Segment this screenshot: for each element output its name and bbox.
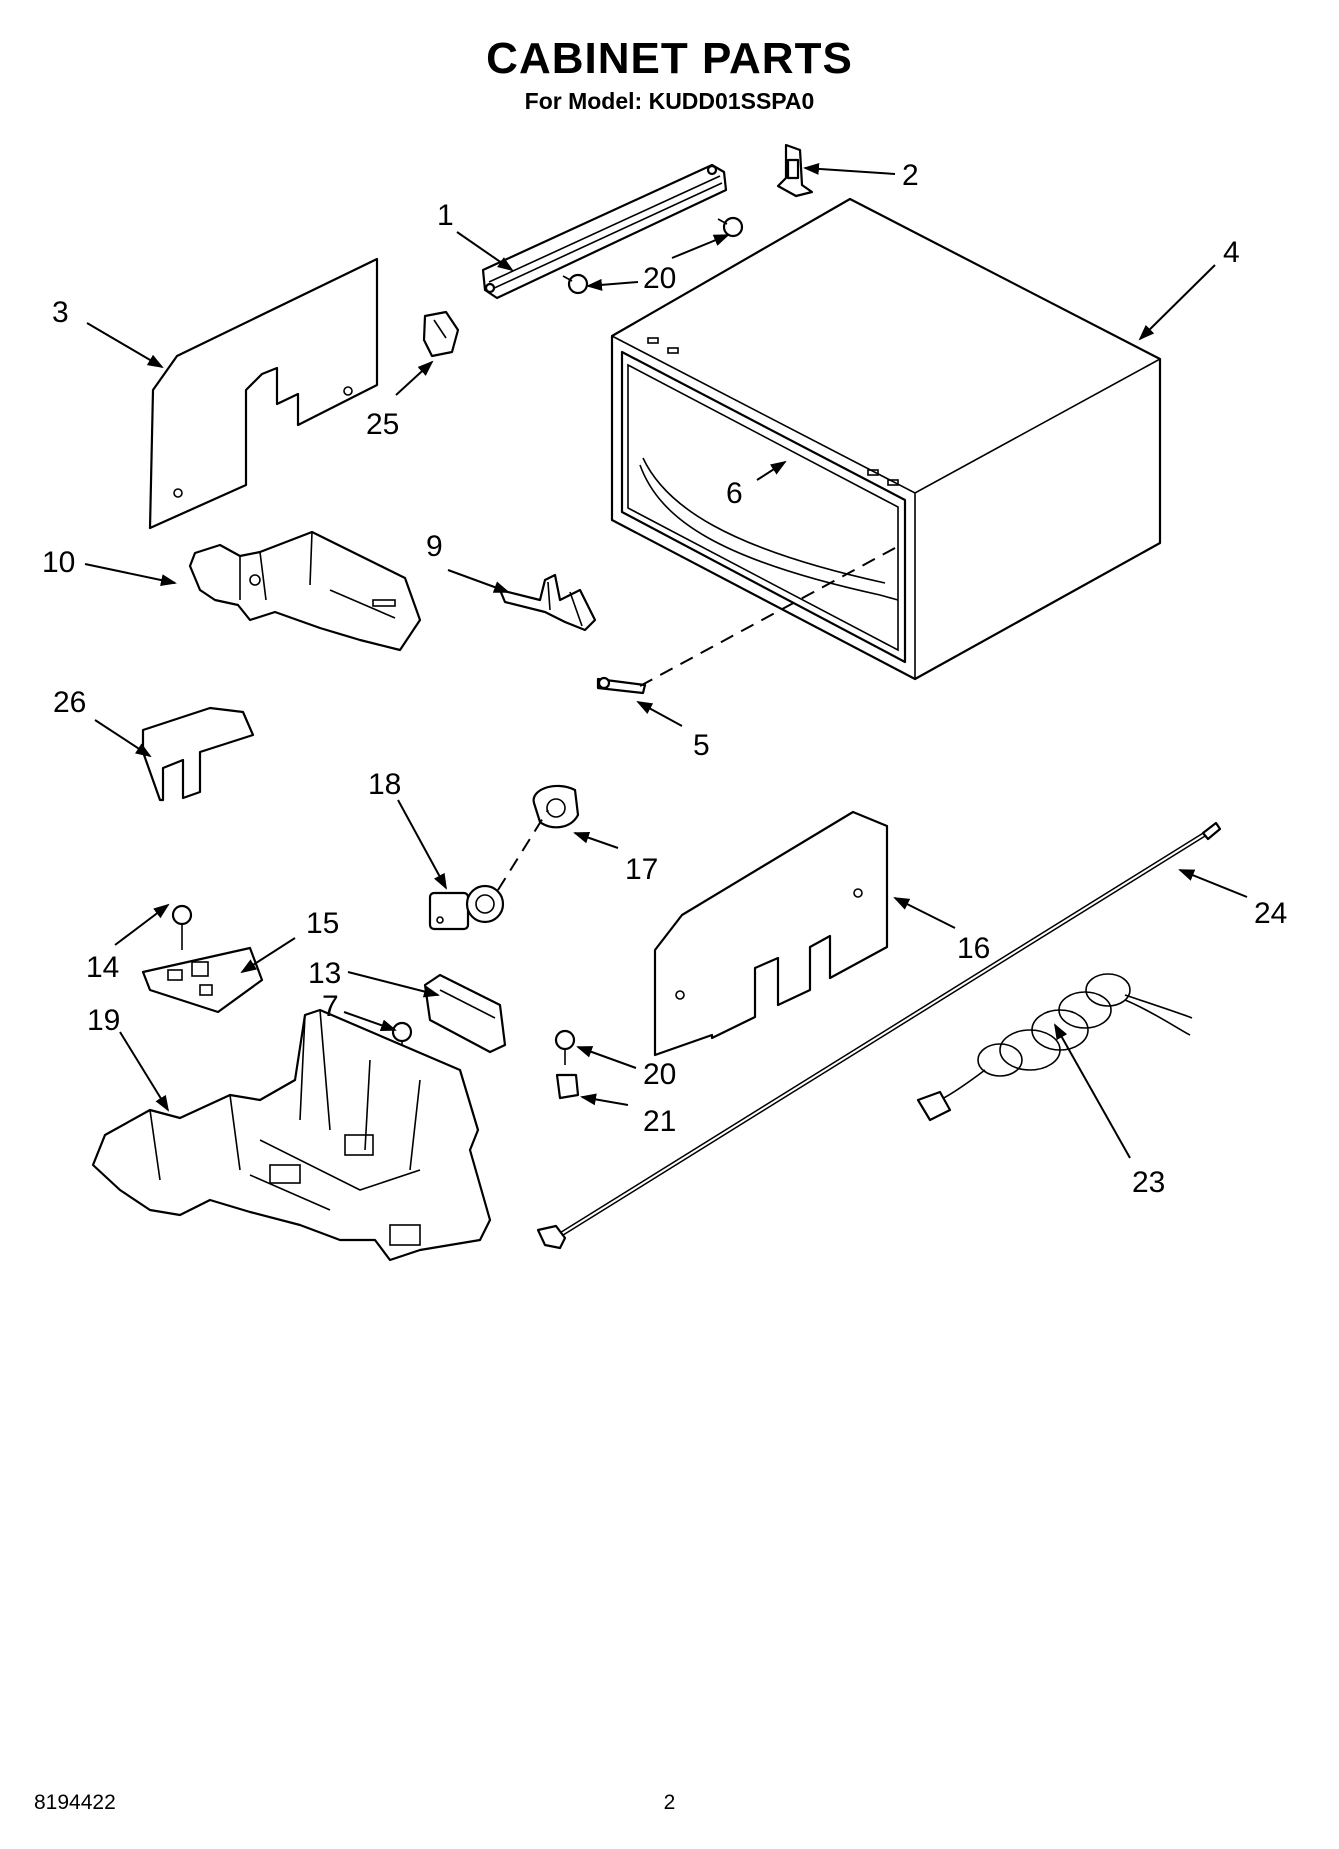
- leader-26: [94, 719, 152, 758]
- callout-14: 14: [86, 951, 119, 984]
- part-13-switch[interactable]: [423, 973, 507, 1054]
- leader-5: [636, 701, 683, 727]
- leader-20-upper: [586, 278, 639, 291]
- leader-1: [456, 231, 514, 272]
- leader-23: [1054, 1023, 1131, 1159]
- leader-20-lower: [576, 1046, 637, 1069]
- part-18-valve[interactable]: [428, 884, 505, 931]
- part-1-rail[interactable]: [481, 163, 728, 300]
- callout-26: 26: [53, 686, 86, 719]
- part-24-tube[interactable]: [536, 821, 1222, 1250]
- part-21-clip[interactable]: [555, 1073, 580, 1100]
- leader-16: [893, 897, 956, 929]
- leader-7: [343, 1011, 397, 1031]
- leader-2: [803, 162, 896, 175]
- callout-3: 3: [52, 296, 69, 329]
- leader-13: [347, 971, 440, 998]
- part-2-bracket[interactable]: [776, 143, 814, 198]
- callout-23: 23: [1132, 1166, 1165, 1199]
- callout-10: 10: [42, 546, 75, 579]
- part-9-clip[interactable]: [498, 573, 597, 632]
- callout-20-upper: 20: [643, 262, 676, 295]
- part-25-clip[interactable]: [422, 310, 460, 358]
- callout-18: 18: [368, 768, 401, 801]
- callout-17: 17: [625, 853, 658, 886]
- callout-6: 6: [726, 477, 743, 510]
- callout-24: 24: [1254, 897, 1287, 930]
- part-20-screw-lower[interactable]: [554, 1029, 576, 1065]
- guide-line-valve: [497, 809, 549, 891]
- leader-10: [84, 563, 177, 586]
- leader-6: [756, 460, 787, 481]
- callout-20-lower: 20: [643, 1058, 676, 1091]
- leader-17: [573, 831, 619, 849]
- part-26-plate[interactable]: [141, 706, 255, 802]
- leader-20-upper-b: [671, 234, 730, 259]
- part-3-side-panel[interactable]: [148, 257, 379, 530]
- leader-21: [580, 1093, 629, 1106]
- callout-13: 13: [308, 957, 341, 990]
- callout-5: 5: [693, 729, 710, 762]
- leader-25: [395, 360, 434, 396]
- leader-9: [447, 569, 510, 593]
- part-15-control-board[interactable]: [141, 946, 264, 1014]
- leader-19: [119, 1031, 170, 1112]
- part-17-ring[interactable]: [532, 784, 580, 829]
- callout-9: 9: [426, 530, 443, 563]
- callout-19: 19: [87, 1004, 120, 1037]
- part-14-screw[interactable]: [171, 904, 193, 950]
- part-16-side-panel[interactable]: [653, 810, 889, 1057]
- part-5-pin[interactable]: [596, 676, 647, 695]
- part-23-power-cord[interactable]: [916, 973, 1193, 1122]
- callout-16: 16: [957, 932, 990, 965]
- leader-15: [240, 937, 296, 974]
- part-10-bracket-assembly[interactable]: [188, 530, 422, 652]
- leader-4: [1138, 264, 1216, 341]
- leader-3: [86, 322, 164, 369]
- callout-4: 4: [1223, 236, 1240, 269]
- part-19-base[interactable]: [91, 1008, 492, 1262]
- part-4-cabinet-box[interactable]: [610, 197, 1162, 681]
- callout-1: 1: [437, 199, 454, 232]
- guide-line-pin: [639, 547, 896, 687]
- leader-14: [114, 903, 170, 946]
- leader-18: [397, 799, 447, 890]
- leader-24: [1178, 869, 1248, 898]
- callout-7: 7: [322, 990, 339, 1023]
- model-subtitle: For Model: KUDD01SSPA0: [524, 88, 815, 114]
- part-20-screw-upper-b[interactable]: [717, 216, 744, 238]
- part-20-screw-upper-a[interactable]: [562, 273, 589, 295]
- callout-15: 15: [306, 907, 339, 940]
- callout-2: 2: [902, 159, 919, 192]
- document-number: 8194422: [34, 1791, 116, 1814]
- callout-25: 25: [366, 408, 399, 441]
- page-number: 2: [663, 1791, 676, 1814]
- callout-21: 21: [643, 1105, 676, 1138]
- page-title: CABINET PARTS: [486, 34, 853, 83]
